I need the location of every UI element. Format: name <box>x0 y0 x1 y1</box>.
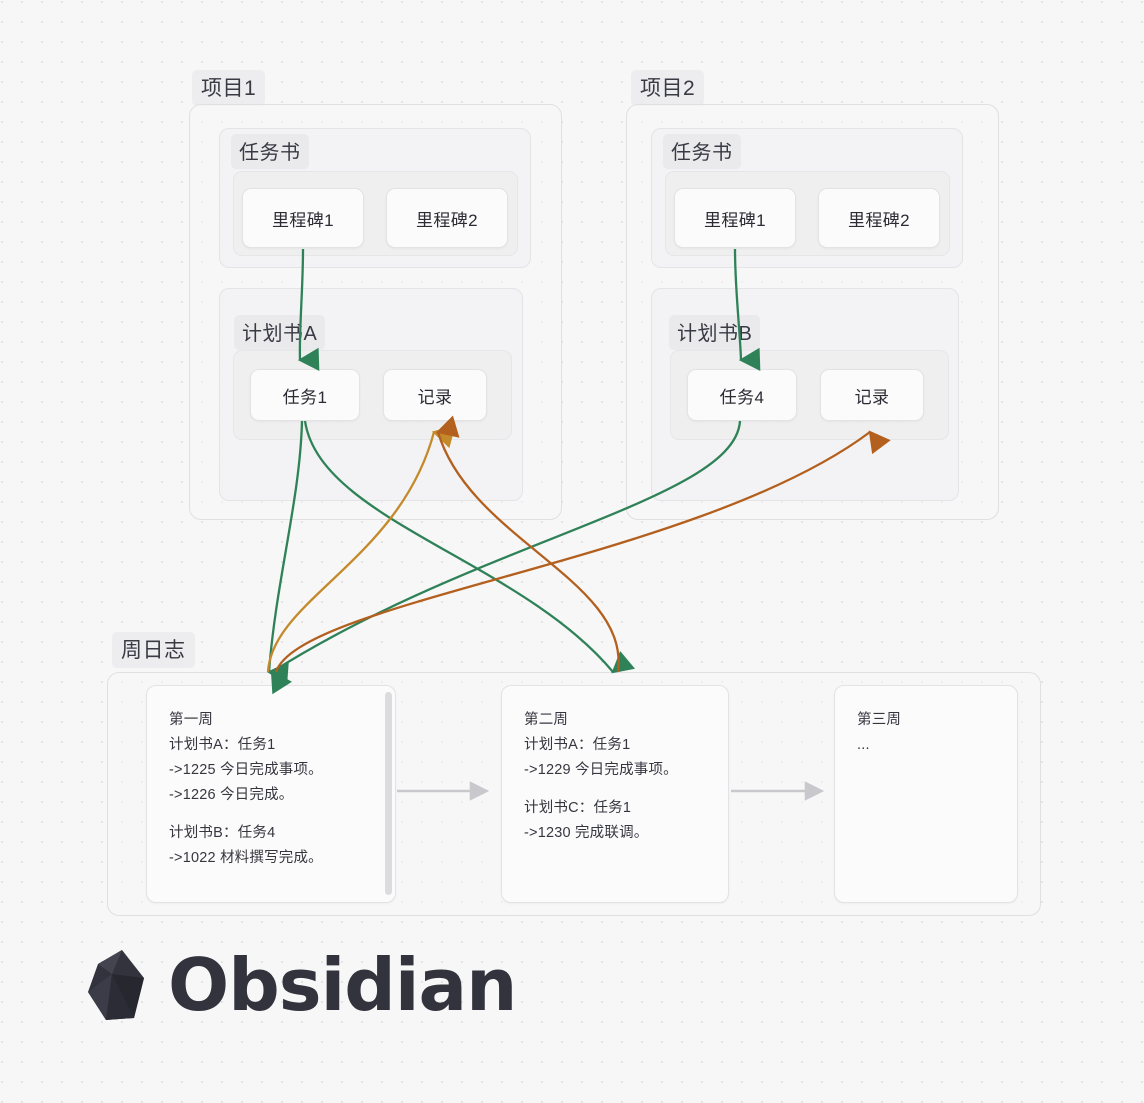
note-week-1[interactable]: 第一周 计划书A：任务1 ->1225 今日完成事项。 ->1226 今日完成。… <box>146 685 396 903</box>
card-task-1[interactable]: 任务1 <box>250 369 360 421</box>
note-week-2-spacer <box>524 783 708 796</box>
note-week-1-line-5: ->1022 材料撰写完成。 <box>169 850 323 866</box>
note-week-3-heading: 第三周 <box>857 712 902 728</box>
note-week-3[interactable]: 第三周 ... <box>834 685 1018 903</box>
note-week-1-line-4: 计划书B：任务4 <box>169 825 276 841</box>
project-2-group-renwushu-label: 任务书 <box>663 134 741 169</box>
note-week-1-line-2: ->1225 今日完成事项。 <box>169 762 323 778</box>
note-week-1-line-1: 计划书A：任务1 <box>169 737 276 753</box>
card-task-4[interactable]: 任务4 <box>687 369 797 421</box>
project-1-title: 项目1 <box>192 70 266 106</box>
project-2-group-jihuashuB-label: 计划书B <box>669 315 761 350</box>
note-week-3-line-1: ... <box>857 737 870 753</box>
project-2-title: 项目2 <box>631 70 705 106</box>
note-week-2-heading: 第二周 <box>524 712 569 728</box>
project-1-group-renwushu-label: 任务书 <box>231 134 309 169</box>
weekly-log-title: 周日志 <box>112 632 195 668</box>
card-milestone-2-p2[interactable]: 里程碑2 <box>818 188 940 248</box>
note-week-2-line-3: 计划书C：任务1 <box>524 800 632 816</box>
card-milestone-1-p1[interactable]: 里程碑1 <box>242 188 364 248</box>
note-week-1-scrollbar[interactable] <box>385 692 392 895</box>
obsidian-wordmark: Obsidian <box>168 943 517 1027</box>
note-week-1-spacer <box>169 808 375 821</box>
note-week-2[interactable]: 第二周 计划书A：任务1 ->1229 今日完成事项。 计划书C：任务1 ->1… <box>501 685 729 903</box>
card-milestone-2-p1[interactable]: 里程碑2 <box>386 188 508 248</box>
note-week-1-line-3: ->1226 今日完成。 <box>169 787 294 803</box>
card-record-p1[interactable]: 记录 <box>383 369 487 421</box>
project-1-group-jihuashuA-label: 计划书A <box>234 315 326 350</box>
note-week-1-heading: 第一周 <box>169 712 214 728</box>
note-week-2-line-1: 计划书A：任务1 <box>524 737 631 753</box>
obsidian-gem-icon <box>88 950 144 1020</box>
card-milestone-1-p2[interactable]: 里程碑1 <box>674 188 796 248</box>
note-week-2-line-2: ->1229 今日完成事项。 <box>524 762 678 778</box>
obsidian-brand: Obsidian <box>84 943 517 1027</box>
note-week-2-line-4: ->1230 完成联调。 <box>524 825 649 841</box>
card-record-p2[interactable]: 记录 <box>820 369 924 421</box>
